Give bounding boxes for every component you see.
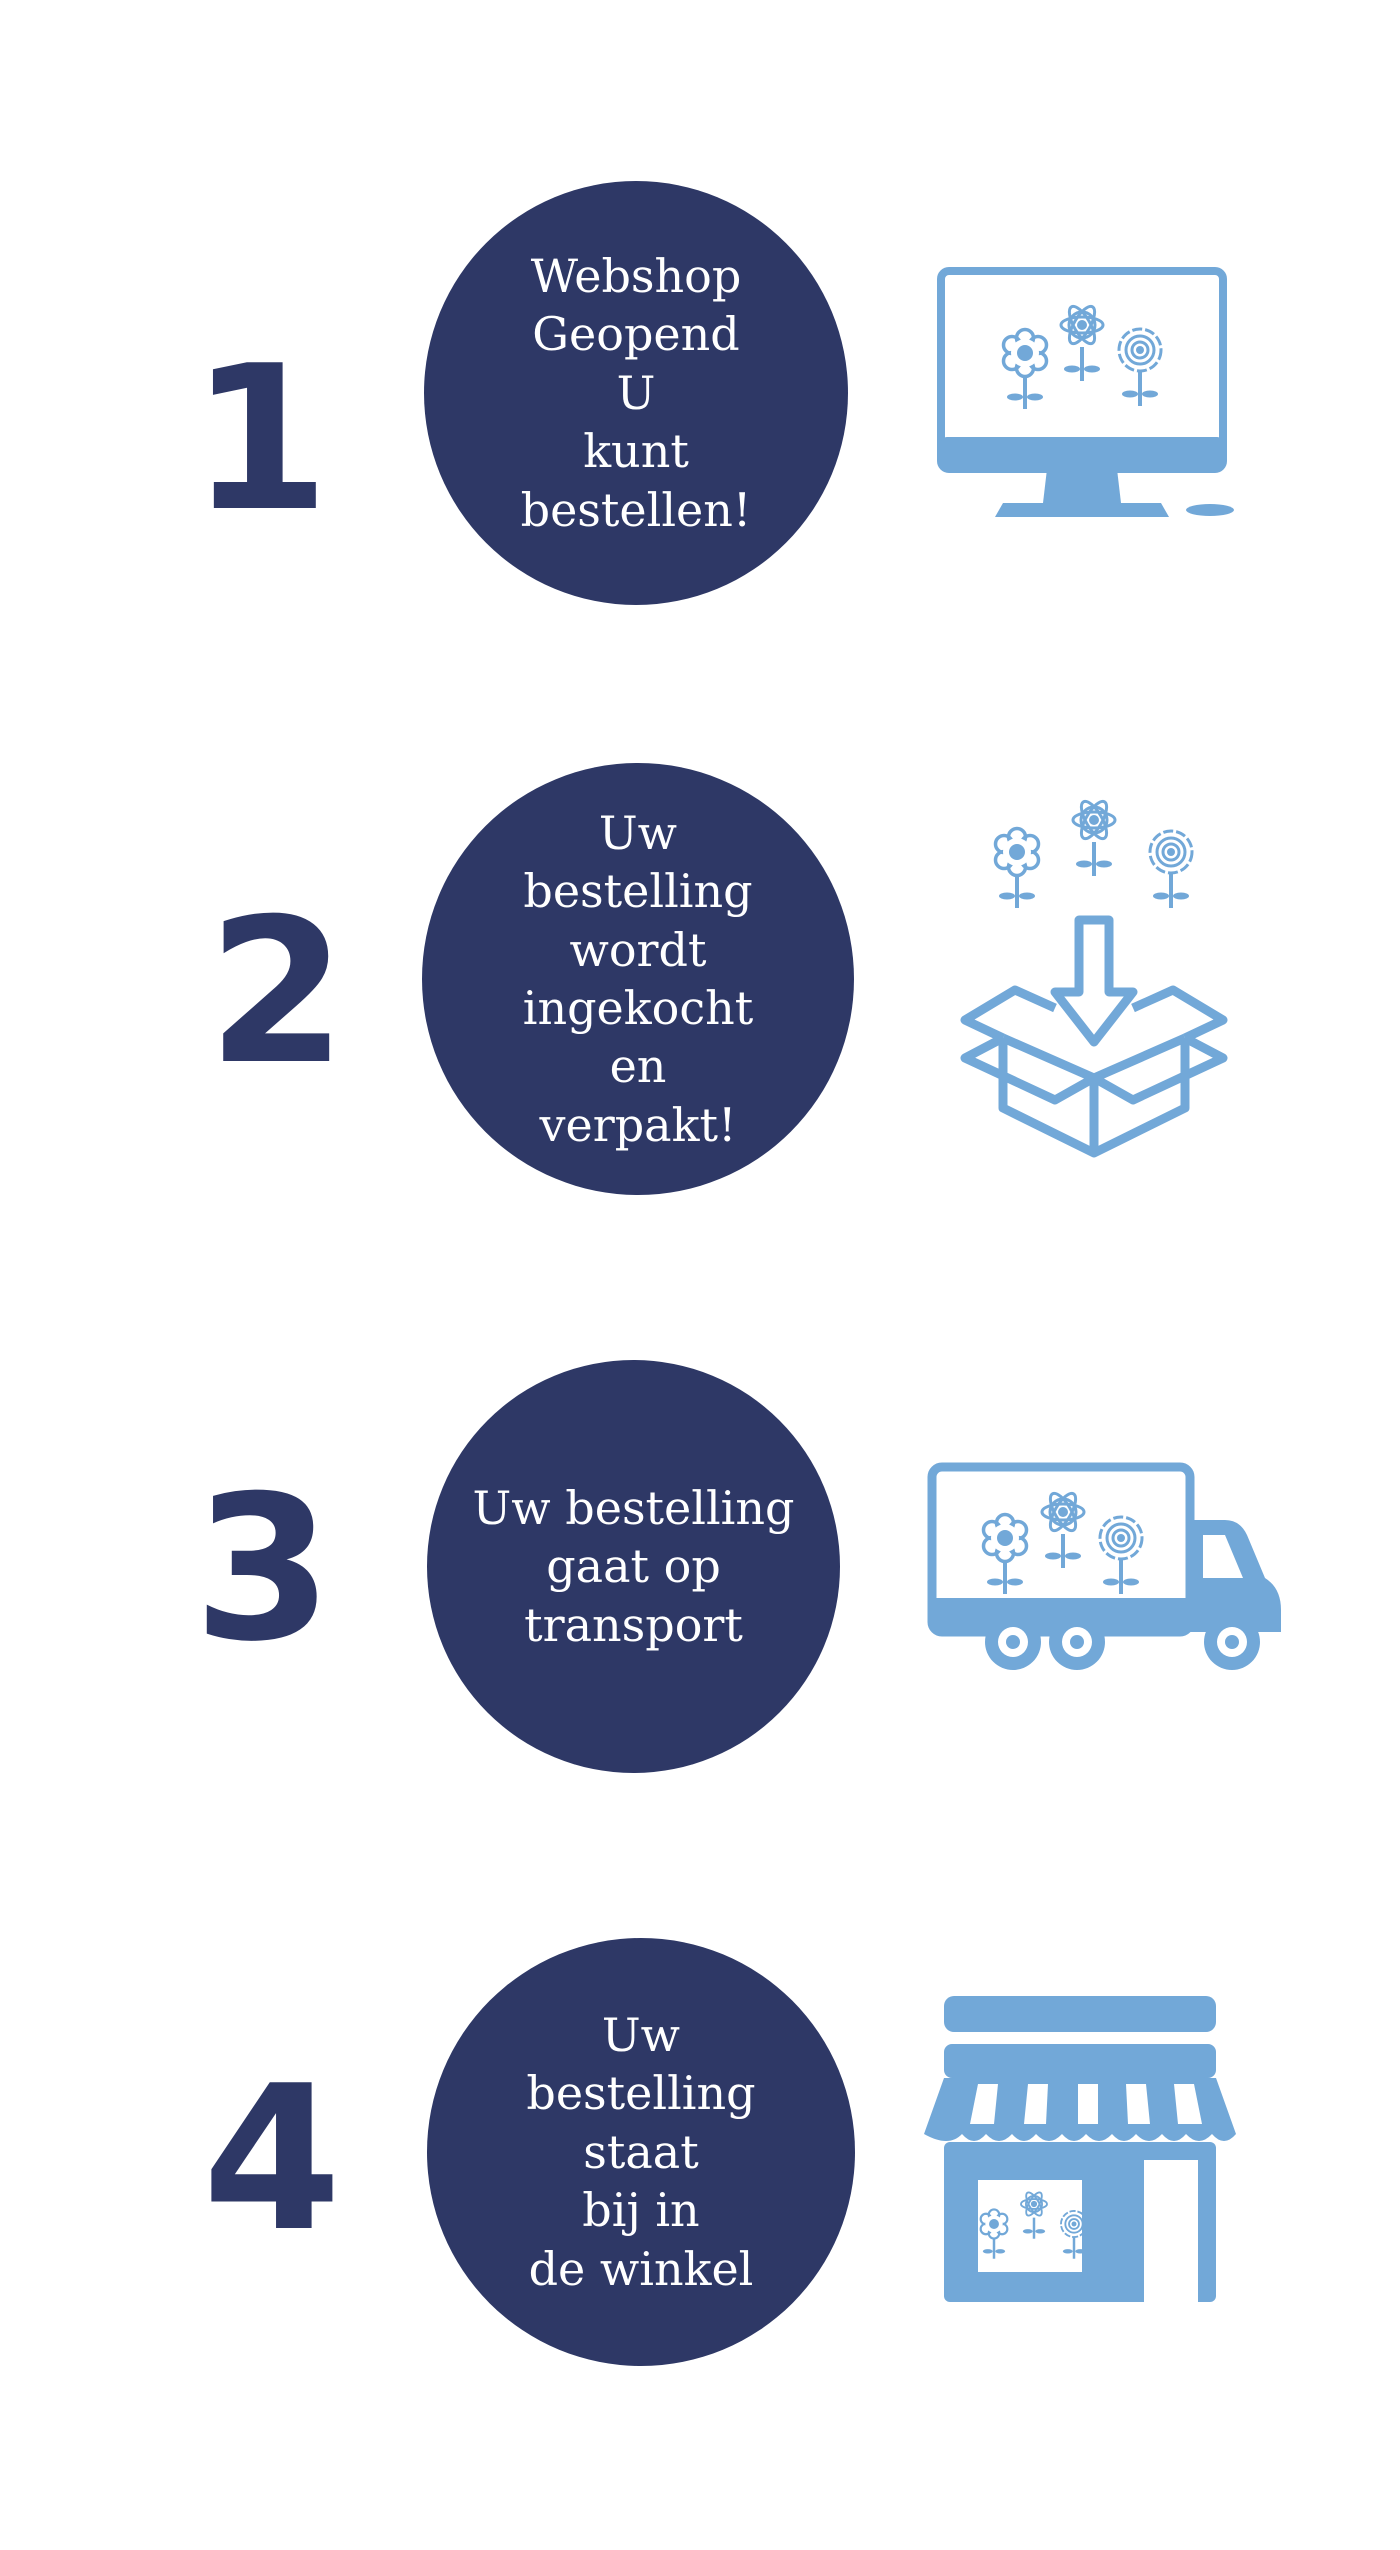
shop-flowers-icon — [922, 1992, 1242, 2312]
step-circle: Webshop Geopend U kunt bestellen! — [424, 181, 848, 605]
step-text: Uw bestelling wordt ingekocht en verpakt… — [522, 805, 754, 1152]
step-number: 2 — [207, 876, 347, 1109]
step-circle: Uw bestelling wordt ingekocht en verpakt… — [422, 763, 854, 1195]
truck-flowers-icon — [925, 1460, 1285, 1675]
step-number: 4 — [202, 2043, 342, 2276]
step-text: Webshop Geopend U kunt bestellen! — [520, 248, 752, 537]
step-number: 3 — [193, 1453, 333, 1686]
computer-flowers-icon — [935, 265, 1245, 530]
step-circle: Uw bestelling gaat op transport — [427, 1360, 840, 1773]
step-text: Uw bestelling gaat op transport — [472, 1480, 795, 1652]
step-text: Uw bestelling staat bij in de winkel — [526, 2007, 756, 2296]
box-flowers-icon — [955, 770, 1235, 1190]
step-number: 1 — [190, 323, 330, 556]
step-circle: Uw bestelling staat bij in de winkel — [427, 1938, 855, 2366]
